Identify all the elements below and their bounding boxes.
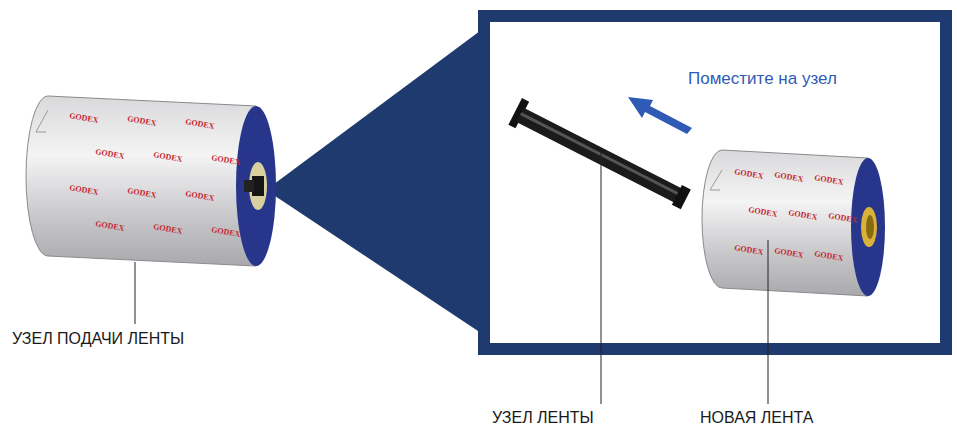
brand-watermark: GODEX (814, 174, 844, 187)
zoom-wedge (266, 28, 484, 335)
brand-watermark: GODEX (153, 151, 183, 164)
brand-watermark: GODEX (788, 209, 818, 222)
brand-watermark: GODEX (185, 190, 215, 203)
part-label: УЗЕЛ ПОДАЧИ ЛЕНТЫ (12, 330, 184, 348)
part-label: УЗЕЛ ЛЕНТЫ (492, 409, 594, 427)
brand-watermark: GODEX (127, 187, 157, 200)
brand-watermark: GODEX (734, 168, 764, 181)
brand-watermark: GODEX (814, 250, 844, 263)
brand-watermark: GODEX (828, 212, 858, 225)
brand-watermark: GODEX (127, 115, 157, 128)
brand-watermark: GODEX (185, 118, 215, 131)
brand-watermark: GODEX (153, 223, 183, 236)
new-ribbon-roll (702, 150, 885, 296)
brand-watermark: GODEX (734, 244, 764, 257)
leader-line (768, 240, 769, 404)
brand-watermark: GODEX (69, 112, 99, 125)
inset-panel: Поместите на узел (478, 10, 952, 355)
direction-arrow (628, 97, 692, 134)
brand-watermark: GODEX (69, 184, 99, 197)
brand-watermark: GODEX (95, 148, 125, 161)
brand-watermark: GODEX (211, 154, 241, 167)
brand-watermark: GODEX (774, 247, 804, 260)
brand-watermark: GODEX (211, 226, 241, 239)
leader-line (135, 262, 136, 324)
part-label: НОВАЯ ЛЕНТА (700, 409, 813, 427)
inset-frame (484, 16, 946, 349)
brand-watermark: GODEX (774, 171, 804, 184)
ribbon-supply-roll (26, 96, 276, 266)
instruction-text: Поместите на узел (688, 70, 837, 89)
brand-watermark: GODEX (748, 206, 778, 219)
brand-watermark: GODEX (95, 220, 125, 233)
leader-line (601, 150, 602, 404)
